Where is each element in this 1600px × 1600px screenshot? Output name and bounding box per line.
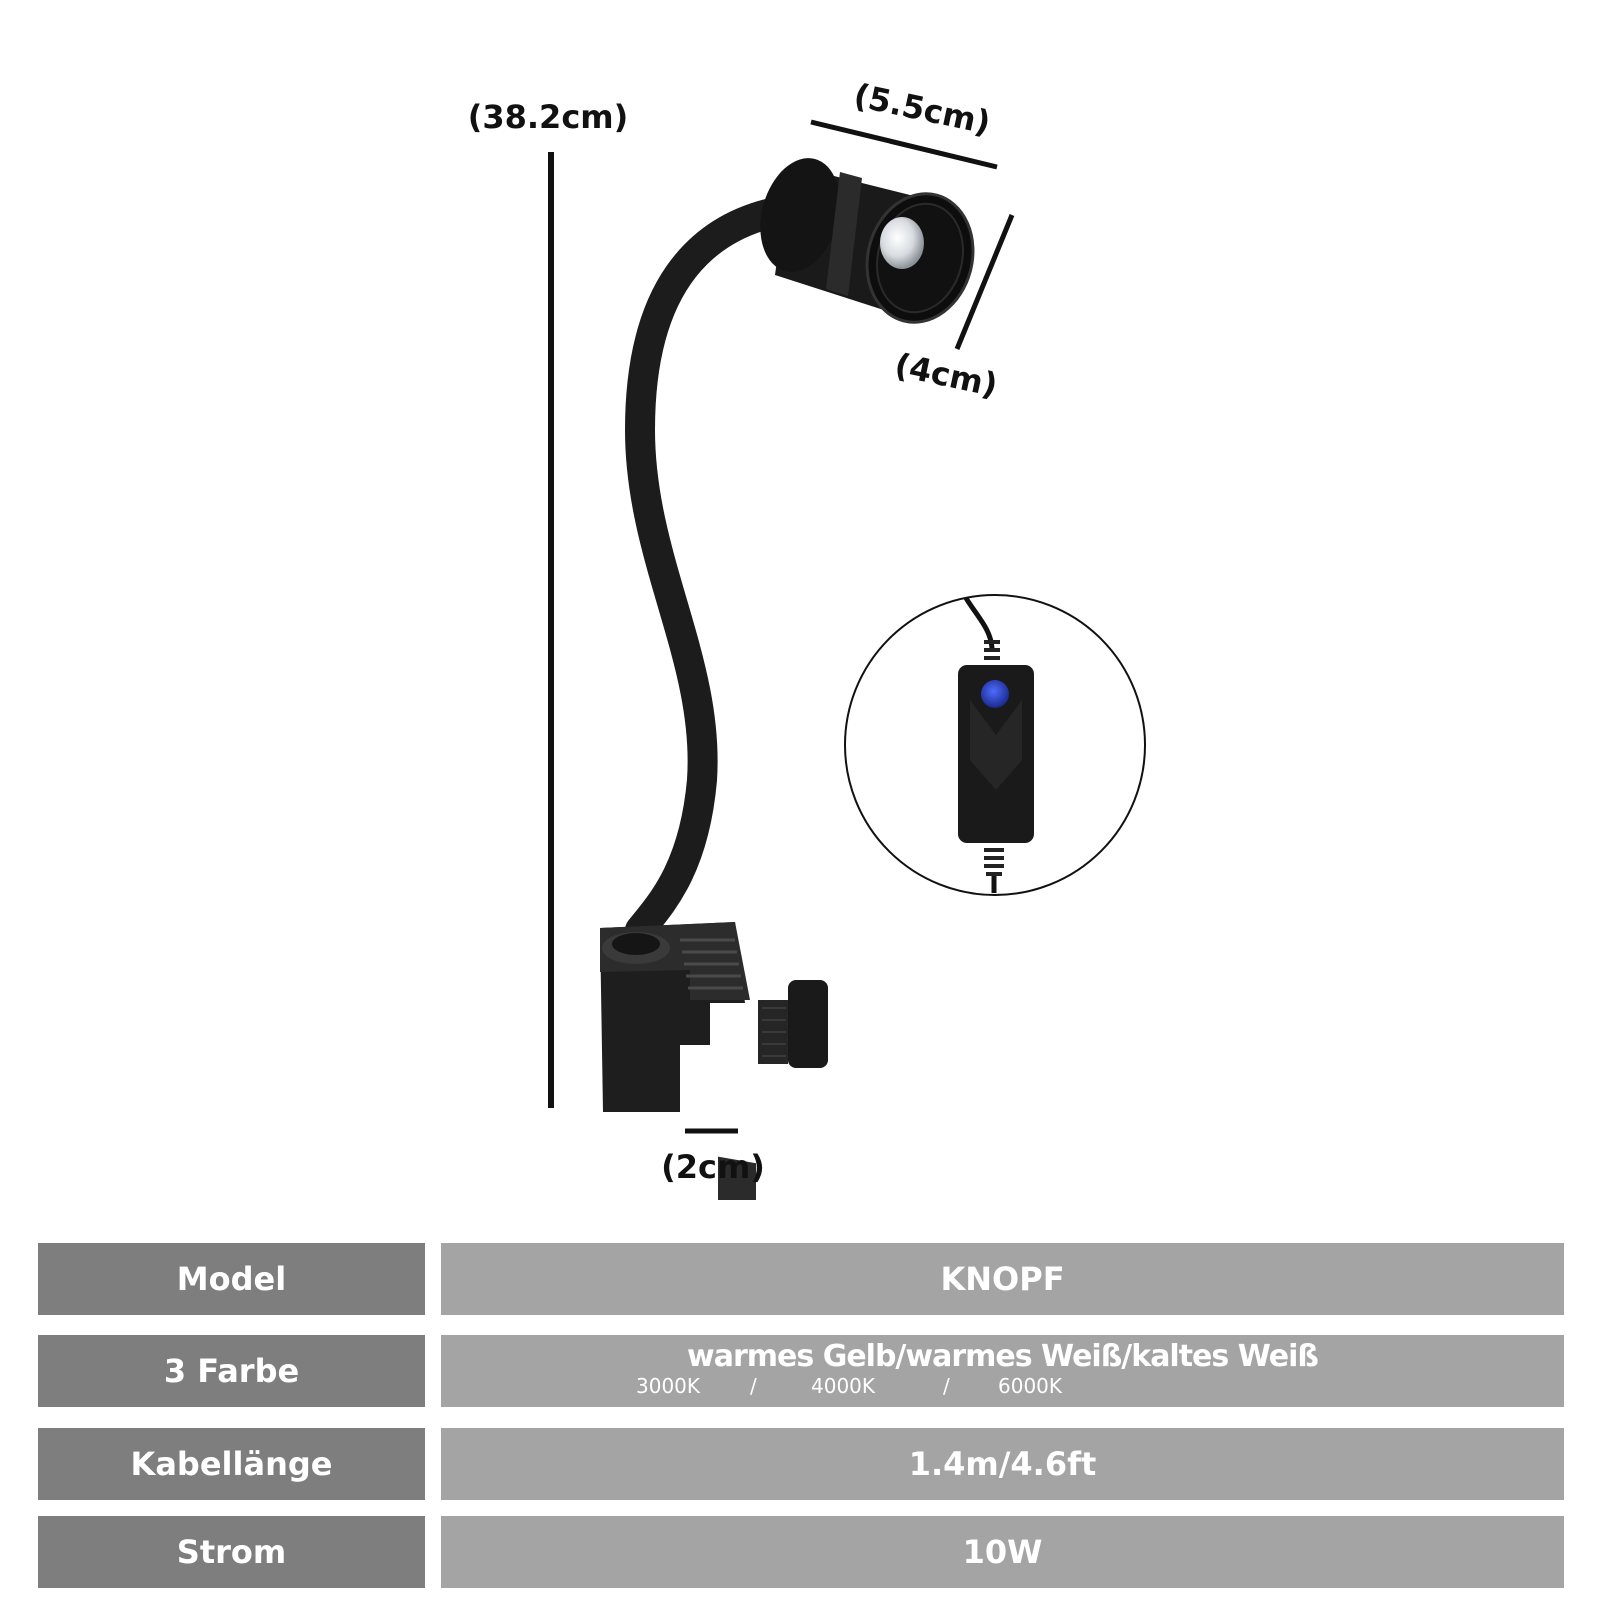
height-dimension: (38.2cm) bbox=[468, 98, 629, 1108]
spec-label-cable-length: Kabellänge bbox=[38, 1428, 425, 1500]
height-dimension-label: (38.2cm) bbox=[468, 98, 629, 136]
kelvin-separator: / bbox=[750, 1374, 757, 1398]
kelvin-separator: / bbox=[943, 1374, 950, 1398]
clamp-width-dimension-label: (2cm) bbox=[661, 1148, 765, 1186]
spec-row-power: Strom 10W bbox=[38, 1516, 1564, 1588]
spec-value-power: 10W bbox=[441, 1516, 1564, 1588]
head-length-dimension-label: (5.5cm) bbox=[851, 76, 994, 142]
lens-icon bbox=[880, 217, 924, 269]
clamp-plate bbox=[718, 1156, 756, 1200]
switch-button-icon bbox=[981, 680, 1009, 708]
head-diameter-dimension-line bbox=[954, 214, 1015, 350]
spec-label-power: Strom bbox=[38, 1516, 425, 1588]
spec-label-model: Model bbox=[38, 1243, 425, 1315]
spec-value-model: KNOPF bbox=[441, 1243, 1564, 1315]
kelvin-cold-white: 6000K bbox=[998, 1374, 1063, 1398]
kelvin-values: 3000K / 4000K / 6000K bbox=[441, 1374, 1564, 1400]
spec-row-cable-length: Kabellänge 1.4m/4.6ft bbox=[38, 1428, 1564, 1500]
spec-value-cable-length: 1.4m/4.6ft bbox=[441, 1428, 1564, 1500]
color-names: warmes Gelb/warmes Weiß/kaltes Weiß bbox=[687, 1339, 1319, 1374]
clamp-width-dimension: (2cm) bbox=[661, 1128, 765, 1186]
spec-row-colors: 3 Farbe warmes Gelb/warmes Weiß/kaltes W… bbox=[38, 1335, 1564, 1407]
lamp-head bbox=[760, 158, 975, 324]
kelvin-warm-white: 4000K bbox=[811, 1374, 876, 1398]
head-length-dimension-line bbox=[810, 119, 998, 170]
head-diameter-dimension-label: (4cm) bbox=[891, 346, 1000, 405]
switch-inset bbox=[844, 594, 1146, 896]
clamp-screw-knob-icon bbox=[788, 980, 828, 1068]
spec-label-colors: 3 Farbe bbox=[38, 1335, 425, 1407]
kelvin-warm-yellow: 3000K bbox=[636, 1374, 701, 1398]
spec-value-colors: warmes Gelb/warmes Weiß/kaltes Weiß 3000… bbox=[441, 1335, 1564, 1407]
lamp-figure: (38.2cm) (5.5cm) (4cm) bbox=[468, 76, 1146, 1200]
clamp-base bbox=[600, 922, 828, 1200]
head-length-dimension: (5.5cm) bbox=[810, 76, 998, 170]
spec-row-model: Model KNOPF bbox=[38, 1243, 1564, 1315]
gooseneck-arm bbox=[624, 193, 815, 945]
